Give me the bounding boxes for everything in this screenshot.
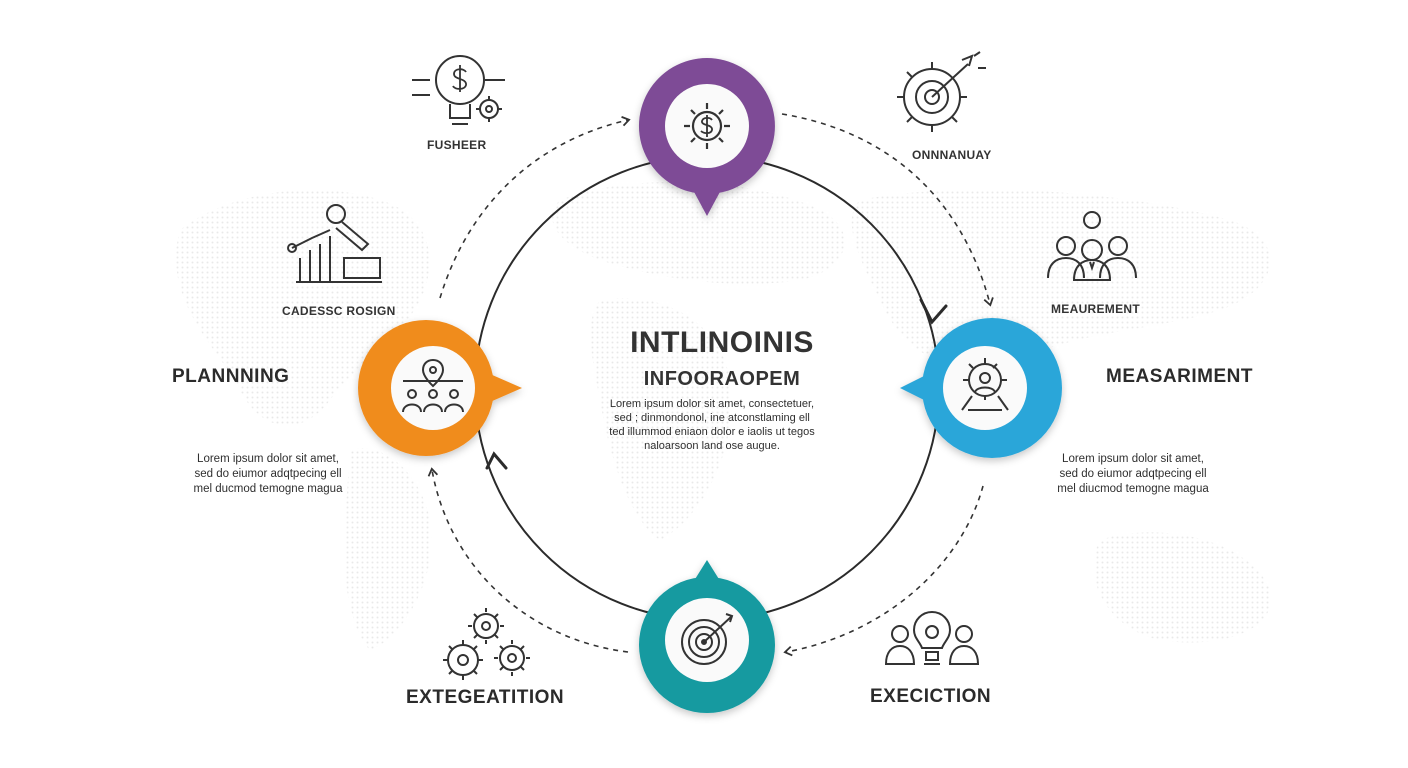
lightbulb-dollar-gear-icon (412, 55, 505, 125)
planning-description-line: Lorem ipsum dolor sit amet, (197, 453, 339, 465)
location-team-icon (402, 358, 464, 413)
label-top-right: ONNNANUAY (912, 148, 992, 162)
center-description-line: Lorem ipsum dolor sit amet, consectetuer… (609, 398, 815, 410)
stage-title-planning: PLANNNING (172, 366, 290, 387)
stage-title-measurement: MEASARIMENT (1106, 366, 1253, 387)
planning-description: Lorem ipsum dolor sit amet, sed do eiumo… (178, 452, 358, 497)
gear-dollar-icon (684, 103, 730, 149)
center-description: Lorem ipsum dolor sit amet, consectetuer… (557, 397, 867, 453)
measurement-description-line: sed do eiumor adqtpecing ell (1059, 468, 1207, 480)
dashed-flow-arcs (427, 113, 994, 657)
center-title: INTLINOINIS (630, 326, 814, 359)
label-bottom-left: EXTEGEATITION (406, 687, 565, 708)
measurement-description: Lorem ipsum dolor sit amet, sed do eiumo… (1043, 452, 1223, 497)
gear-person-icon (961, 358, 1009, 411)
center-subtitle: INFOORAOPEM (643, 368, 801, 390)
planning-description-line: mel ducmod temogne magua (193, 483, 343, 495)
measurement-description-line: Lorem ipsum dolor sit amet, (1062, 453, 1204, 465)
team-icon (1047, 211, 1137, 281)
hub-bottom (639, 560, 775, 713)
label-left-upper: CADESSC ROSIGN (282, 304, 396, 318)
idea-team-icon (884, 610, 980, 665)
center-description-line: naloarsoon land ose augue. (644, 440, 780, 452)
gears-icon (443, 608, 530, 680)
label-top-left: FUSHEER (427, 138, 487, 152)
center-description-line: sed ; dinmondonol, ine atconstlaming ell (614, 412, 810, 424)
label-right-upper: MEAUREMENT (1051, 302, 1140, 316)
measurement-description-line: mel diucmod temogne magua (1057, 483, 1209, 495)
planning-description-line: sed do eiumor adqtpecing ell (194, 468, 342, 480)
hub-left (358, 320, 522, 456)
chart-wrench-icon (287, 204, 382, 283)
gear-target-icon (897, 51, 986, 132)
cycle-ring-arrows (485, 298, 948, 470)
label-bottom-right: EXECICTION (870, 686, 992, 707)
target-arrow-icon (681, 613, 734, 665)
world-map-background (175, 181, 1272, 650)
center-description-line: ted illummod eniaon dolor e iaolis ut te… (609, 426, 815, 438)
